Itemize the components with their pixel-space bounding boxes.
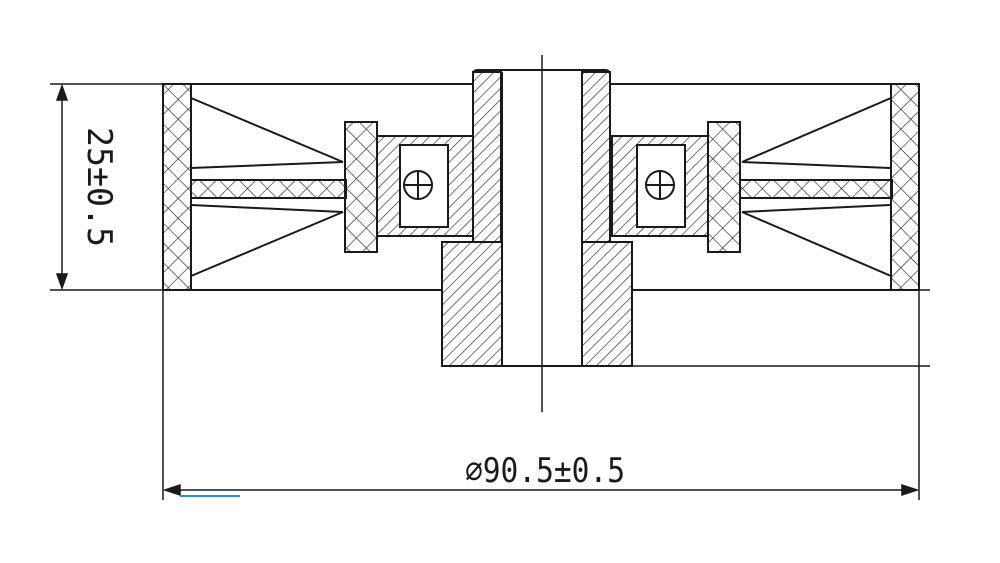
bearing-right [611, 135, 709, 237]
pulley-rim [162, 83, 920, 291]
width-dimension-label: ⌀90.5±0.5 [465, 451, 625, 491]
center-sleeve [441, 69, 633, 367]
bearing-left [376, 135, 474, 237]
height-dimension-label: 25±0.5 [79, 127, 119, 247]
width-dimension-line [162, 483, 920, 497]
pulley-web [190, 121, 893, 253]
extension-lines [50, 83, 930, 500]
height-dimension-line [55, 83, 69, 291]
pulley-ribs [190, 97, 892, 277]
